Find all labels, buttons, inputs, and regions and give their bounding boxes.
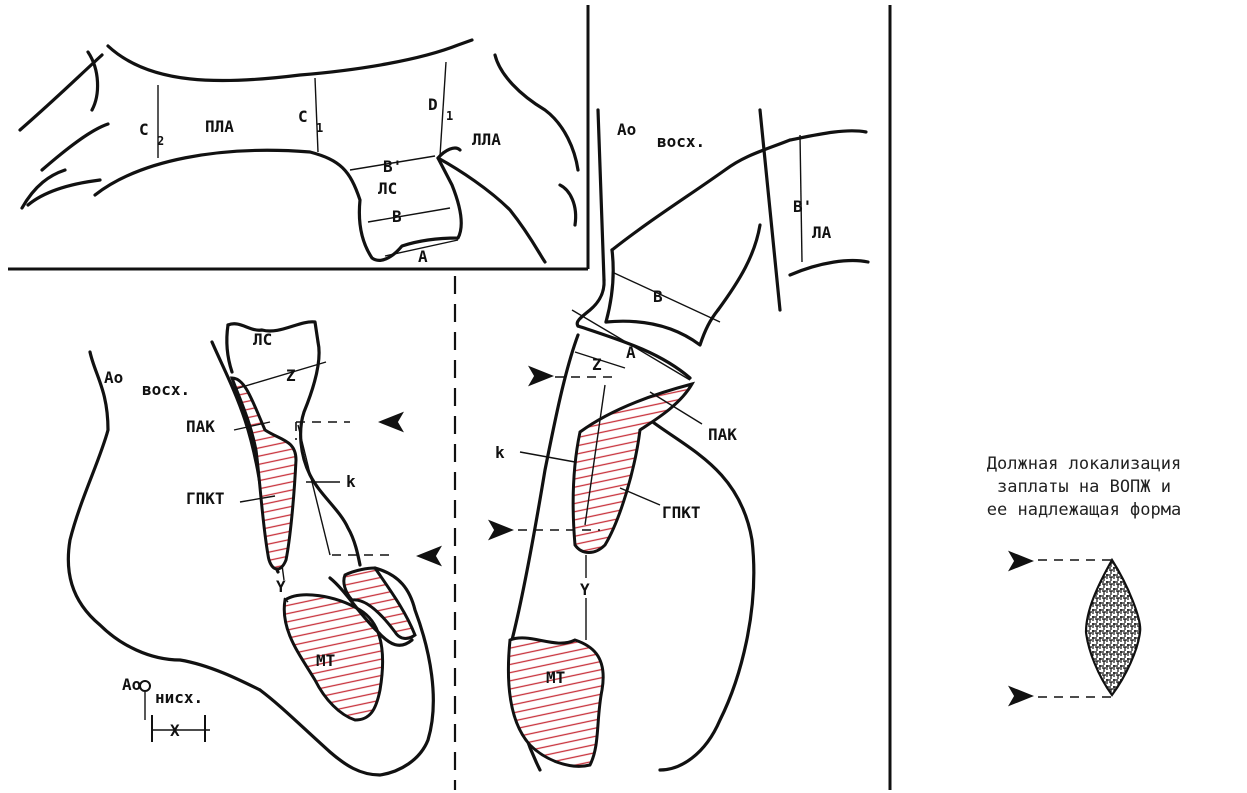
label-z-right: Z: [592, 355, 602, 374]
label-mt-right: МТ: [546, 668, 565, 687]
patch-illustration: [1008, 551, 1140, 707]
arrowhead-icon: [1008, 686, 1034, 707]
label-y-right: Y: [580, 580, 590, 599]
label-x-left: X: [170, 721, 180, 740]
label-c2-sub: 2: [157, 134, 164, 148]
label-d1-sub: 1: [446, 109, 453, 123]
label-c1-sub: 1: [316, 121, 323, 135]
label-pak-left: ПАК: [186, 417, 215, 436]
label-ao-desc-sub: нисх.: [155, 688, 203, 707]
arrowhead-icon: [1008, 551, 1034, 572]
label-pla: ПЛА: [205, 117, 234, 136]
bottom-left-panel: [68, 322, 442, 775]
label-a-top: A: [418, 247, 428, 266]
label-b-top: B: [392, 207, 402, 226]
arrowhead-icon: [378, 412, 404, 433]
gpkt-region-right: [573, 384, 692, 553]
caption-line-2: заплаты на ВОПЖ и: [997, 477, 1171, 497]
mt-region-right: [508, 638, 603, 766]
label-gpkt-left: ГПКТ: [186, 489, 225, 508]
label-ao-desc: Ao: [122, 675, 141, 694]
label-a-right: A: [626, 343, 636, 362]
label-k-right: k: [495, 443, 505, 462]
label-c2: C: [139, 120, 149, 139]
label-pak-right: ПАК: [708, 425, 737, 444]
gpkt-region-left: [232, 378, 296, 569]
arrowhead-icon: [528, 366, 554, 387]
arrowhead-icon: [416, 546, 442, 567]
label-c1: C: [298, 107, 308, 126]
top-left-panel: [20, 40, 578, 262]
label-y-left: Y: [276, 577, 286, 596]
label-ls-top: ЛС: [378, 179, 397, 198]
caption-line-3: ее надлежащая форма: [987, 500, 1181, 520]
label-b-right: B: [653, 287, 663, 306]
label-b-prime-right: B': [793, 197, 812, 216]
label-mt-left: МТ: [316, 651, 335, 670]
patch-icon: [1086, 560, 1140, 695]
arrowhead-icon: [488, 520, 514, 541]
label-ls-left: ЛС: [253, 330, 272, 349]
label-la-right: ЛА: [812, 223, 832, 242]
label-d1: D: [428, 95, 438, 114]
label-ao-asc-left-sub: восх.: [142, 380, 190, 399]
label-ao-asc-right: Ao: [617, 120, 636, 139]
label-ao-asc-left: Ao: [104, 368, 123, 387]
label-k-left: k: [346, 472, 356, 491]
caption-line-1: Должная локализация: [987, 454, 1181, 474]
label-ao-asc-right-sub: восх.: [657, 132, 705, 151]
label-gpkt-right: ГПКТ: [662, 503, 701, 522]
label-b-prime-top: B': [383, 157, 402, 176]
label-z-left: Z: [286, 366, 296, 385]
label-lla: ЛЛА: [472, 130, 501, 149]
